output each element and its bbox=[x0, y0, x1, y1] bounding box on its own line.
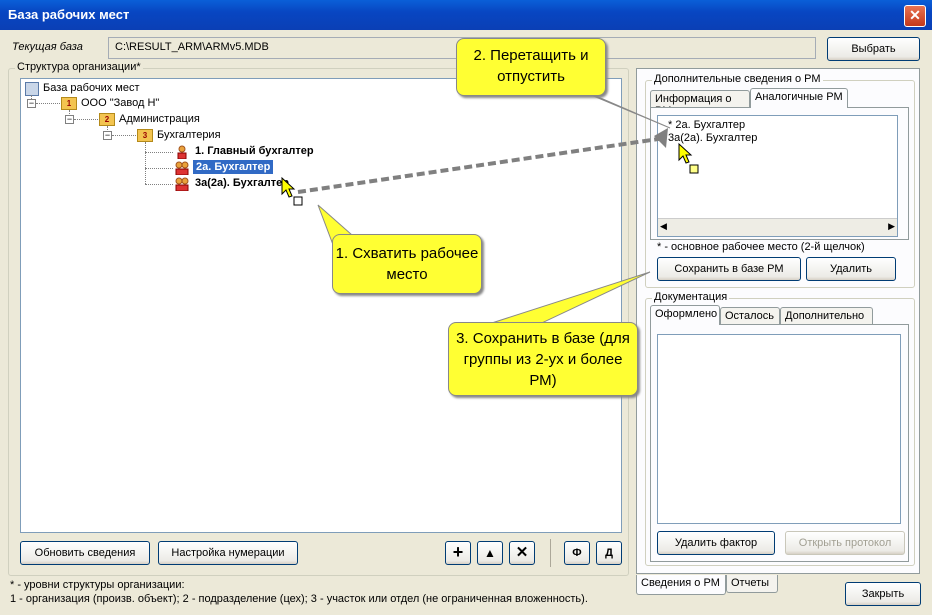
footnote: * - уровни структуры организации: 1 - ор… bbox=[10, 578, 588, 606]
drag-arrowhead bbox=[654, 128, 668, 148]
delete-workplace-button[interactable]: Удалить bbox=[806, 257, 896, 281]
refresh-button[interactable]: Обновить сведения bbox=[20, 541, 150, 565]
horizontal-scrollbar[interactable]: ◀ ▶ bbox=[658, 218, 897, 236]
delete-icon[interactable]: ✕ bbox=[509, 541, 535, 565]
tree-item-selected[interactable]: 2а. Бухгалтер bbox=[193, 160, 274, 174]
tab-done[interactable]: Оформлено bbox=[650, 305, 720, 325]
tab-workplace-details[interactable]: Сведения о РМ bbox=[636, 575, 726, 595]
drag-arrow bbox=[297, 136, 666, 194]
folder-level1-icon: 1 bbox=[61, 97, 77, 110]
extra-info-label: Дополнительные сведения о РМ bbox=[652, 73, 823, 85]
database-icon bbox=[25, 82, 39, 96]
collapse-level2-icon[interactable]: − bbox=[65, 114, 74, 124]
folder-level3-icon: 3 bbox=[137, 129, 153, 142]
documentation-list[interactable] bbox=[657, 334, 901, 524]
tree-root[interactable]: База рабочих мест bbox=[43, 82, 140, 94]
main-workplace-note: * - основное рабочее место (2-й щелчок) bbox=[657, 241, 865, 253]
workers-group-icon bbox=[175, 161, 189, 176]
org-structure-group: Структура организации* bbox=[8, 61, 629, 576]
numbering-settings-button[interactable]: Настройка нумерации bbox=[158, 541, 298, 565]
worker-icon bbox=[175, 145, 189, 160]
delete-factor-button[interactable]: Удалить фактор bbox=[657, 531, 775, 555]
tab-reports[interactable]: Отчеты bbox=[726, 575, 778, 593]
save-to-db-button[interactable]: Сохранить в базе РМ bbox=[657, 257, 801, 281]
d-button[interactable]: Д bbox=[596, 541, 622, 565]
cursor-icon bbox=[281, 176, 296, 198]
workers-group-icon bbox=[175, 177, 189, 192]
tree-level2[interactable]: Администрация bbox=[119, 113, 200, 125]
callout-grab: 1. Схватить рабочее место bbox=[332, 234, 482, 294]
move-up-icon[interactable]: ▲ bbox=[477, 541, 503, 565]
documentation-label: Документация bbox=[652, 291, 730, 303]
list-item[interactable]: * 2а. Бухгалтер bbox=[668, 119, 746, 131]
footnote-line1: * - уровни структуры организации: bbox=[10, 579, 185, 591]
tree-level1[interactable]: ООО "Завод Н" bbox=[81, 97, 160, 109]
scroll-left-icon[interactable]: ◀ bbox=[660, 221, 667, 231]
org-tree[interactable]: База рабочих мест − 1 ООО "Завод Н" − 2 … bbox=[20, 78, 622, 533]
choose-db-button[interactable]: Выбрать bbox=[827, 37, 920, 61]
f-button[interactable]: Ф bbox=[564, 541, 590, 565]
cursor-icon bbox=[678, 142, 693, 164]
list-item[interactable]: 3а(2а). Бухгалтер bbox=[668, 132, 758, 144]
folder-level2-icon: 2 bbox=[99, 113, 115, 126]
window-close-button[interactable]: ✕ bbox=[904, 5, 926, 27]
tree-item[interactable]: 3а(2а). Бухгалтер bbox=[195, 177, 289, 189]
title-bar: База рабочих мест ✕ bbox=[0, 0, 932, 30]
plus-drop-icon bbox=[689, 164, 699, 174]
footnote-line2: 1 - организация (произв. объект); 2 - по… bbox=[10, 593, 588, 605]
shortcut-icon bbox=[293, 196, 303, 206]
toolbar-separator bbox=[550, 539, 551, 567]
tab-remaining[interactable]: Осталось bbox=[720, 307, 780, 325]
tab-similar-workplaces[interactable]: Аналогичные РМ bbox=[750, 88, 848, 108]
scroll-right-icon[interactable]: ▶ bbox=[888, 221, 895, 231]
callout-save: 3. Сохранить в базе (для группы из 2-ух … bbox=[448, 322, 638, 396]
open-protocol-button[interactable]: Открыть протокол bbox=[785, 531, 905, 555]
similar-workplaces-list[interactable]: * 2а. Бухгалтер 3а(2а). Бухгалтер ◀ ▶ bbox=[657, 115, 898, 237]
tab-additional[interactable]: Дополнительно bbox=[780, 307, 873, 325]
callout-drag: 2. Перетащить и отпустить bbox=[456, 38, 606, 96]
current-db-label: Текущая база bbox=[12, 41, 83, 53]
close-button[interactable]: Закрыть bbox=[845, 582, 921, 606]
org-structure-label: Структура организации* bbox=[15, 61, 143, 73]
tree-level3[interactable]: Бухгалтерия bbox=[157, 129, 221, 141]
collapse-level1-icon[interactable]: − bbox=[27, 98, 36, 108]
collapse-level3-icon[interactable]: − bbox=[103, 130, 112, 140]
window-title: База рабочих мест bbox=[8, 7, 130, 22]
add-icon[interactable]: + bbox=[445, 541, 471, 565]
tree-item[interactable]: 1. Главный бухгалтер bbox=[195, 145, 314, 157]
